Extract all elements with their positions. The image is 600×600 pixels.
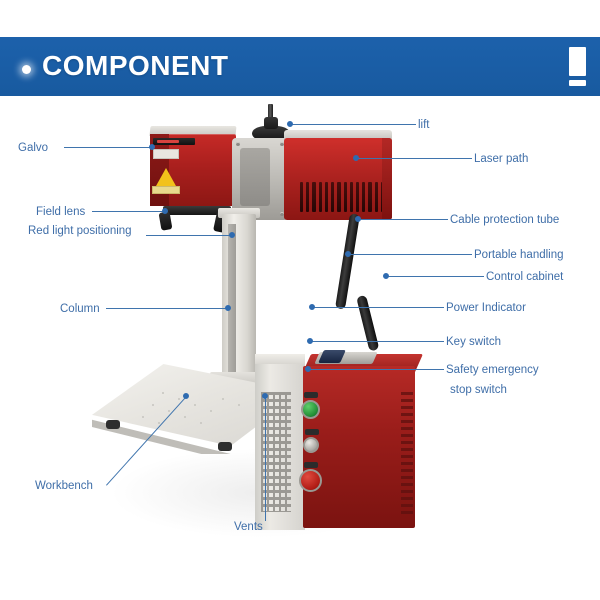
callout-galvo: Galvo: [18, 142, 49, 154]
laser-body-vents: [300, 182, 385, 212]
diagram-stage: Galvo Field lens Red light positioning C…: [0, 96, 600, 600]
column-cap: [218, 208, 260, 218]
key-switch-cap: [305, 429, 319, 435]
leader-node-workbench: [183, 393, 189, 399]
callout-safety-emergency-stop-line2: stop switch: [450, 384, 507, 396]
workbench-foot: [218, 442, 232, 451]
lift-knob: [252, 117, 290, 141]
leader-node-portable-handling: [345, 251, 351, 257]
leader-node-power-indicator: [309, 304, 315, 310]
page-title: COMPONENT: [42, 50, 229, 81]
leader-node-cable-tube: [355, 216, 361, 222]
column-slot: [228, 224, 236, 374]
field-lens-assembly: [163, 206, 231, 215]
leader-node-safety-emergency-stop: [305, 366, 311, 372]
power-indicator-cap: [304, 392, 318, 398]
leader-control-cabinet: [386, 276, 484, 277]
laser-warning-text-plate: [152, 186, 180, 194]
callout-portable-handling: Portable handling: [474, 249, 564, 261]
leader-field-lens: [92, 211, 165, 212]
column: [222, 214, 256, 382]
leader-node-laser-path: [353, 155, 359, 161]
power-indicator-lamp: [301, 400, 320, 419]
key-switch[interactable]: [303, 437, 319, 453]
leader-node-lift: [287, 121, 293, 127]
callout-field-lens: Field lens: [36, 206, 86, 218]
cable-protection-tube-lower: [356, 294, 380, 352]
callout-vents: Vents: [234, 521, 263, 533]
laser-warning-icon: [156, 168, 176, 186]
galvo-brand-badge: [153, 138, 195, 145]
callout-red-light-positioning: Red light positioning: [28, 225, 132, 237]
callout-power-indicator: Power Indicator: [446, 302, 526, 314]
leader-red-light: [146, 235, 232, 236]
callout-lift: lift: [418, 119, 430, 131]
leader-portable-handling: [348, 254, 472, 255]
callout-key-switch: Key switch: [446, 336, 501, 348]
galvo-spec-label: [153, 149, 179, 159]
header-banner: COMPONENT: [0, 37, 600, 96]
cable-protection-tube-upper: [335, 213, 360, 310]
laser-body-end-cap: [382, 138, 392, 220]
exclamation-mark-icon: [569, 47, 586, 87]
callout-workbench: Workbench: [35, 480, 93, 492]
leader-lift: [290, 124, 416, 125]
leader-node-key-switch: [307, 338, 313, 344]
leader-laser-path: [356, 158, 472, 159]
machine-illustration: [0, 96, 600, 600]
leader-node-vents: [262, 393, 268, 399]
leader-node-control-cabinet: [383, 273, 389, 279]
cabinet-rear-vents: [401, 392, 413, 516]
cabinet-front-panel: [303, 366, 415, 528]
callout-control-cabinet: Control cabinet: [486, 271, 564, 283]
leader-column: [106, 308, 228, 309]
control-cabinet: [255, 350, 424, 530]
leader-key-switch: [310, 341, 444, 342]
laser-body-top: [284, 130, 392, 140]
safety-emergency-stop-switch[interactable]: [299, 469, 322, 492]
callout-laser-path: Laser path: [474, 153, 529, 165]
estop-cap: [304, 462, 318, 468]
cabinet-vents: [261, 392, 291, 512]
leader-power-indicator: [312, 307, 444, 308]
callout-cable-protection-tube: Cable protection tube: [450, 214, 560, 226]
leader-node-galvo: [149, 144, 155, 150]
bracket-bolt: [280, 212, 284, 216]
bracket-bolt: [236, 142, 240, 146]
bullet-dot-icon: [22, 65, 31, 74]
leader-galvo: [64, 147, 152, 148]
leader-cable-tube: [358, 219, 448, 220]
galvo-mount-inner: [240, 148, 270, 206]
callout-safety-emergency-stop-line1: Safety emergency: [446, 364, 539, 376]
bracket-bolt: [280, 142, 284, 146]
callout-column: Column: [60, 303, 100, 315]
leader-safety-emergency-stop: [308, 369, 444, 370]
leader-node-column: [225, 305, 231, 311]
leader-vents: [265, 396, 266, 521]
workbench-foot: [106, 420, 120, 429]
leader-node-red-light: [229, 232, 235, 238]
leader-node-field-lens: [162, 208, 168, 214]
